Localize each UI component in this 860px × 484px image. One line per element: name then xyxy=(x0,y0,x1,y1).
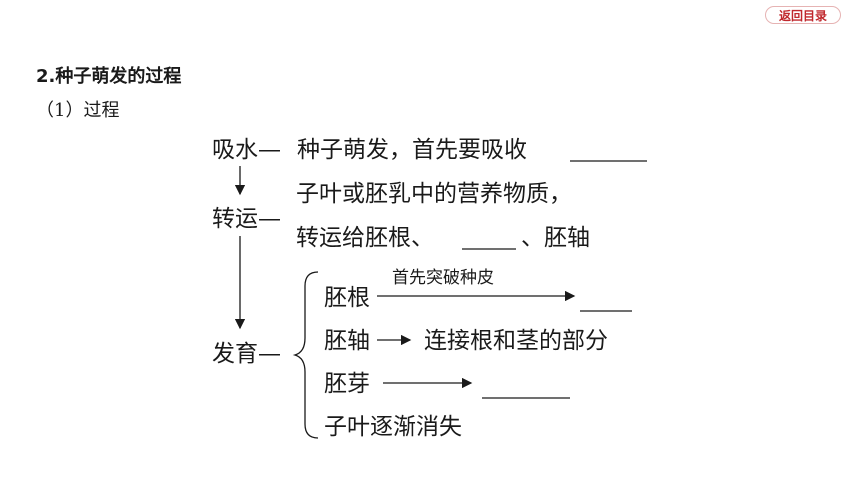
develop-brace xyxy=(292,271,319,439)
radicle-label: 胚根 xyxy=(324,285,370,311)
transport-line2-a: 转运给胚根、 xyxy=(296,225,434,251)
cotyledon-text: 子叶逐渐消失 xyxy=(324,414,462,440)
hypocotyl-label: 胚轴 xyxy=(324,328,370,354)
section-heading: 2.种子萌发的过程 xyxy=(36,66,182,87)
plumule-label: 胚芽 xyxy=(324,371,370,397)
transport-line2-b: 、胚轴 xyxy=(521,225,590,251)
section-subheading: （1）过程 xyxy=(36,100,120,121)
absorb-text: 种子萌发，首先要吸收 xyxy=(297,137,527,163)
transport-label: 转运— xyxy=(212,206,281,232)
transport-line1: 子叶或胚乳中的营养物质， xyxy=(296,181,572,207)
radicle-note: 首先突破种皮 xyxy=(392,268,494,288)
absorb-label: 吸水— xyxy=(212,137,281,163)
develop-label: 发育— xyxy=(212,341,281,367)
hypocotyl-result: 连接根和茎的部分 xyxy=(424,328,608,354)
back-to-contents-button[interactable]: 返回目录 xyxy=(765,6,841,24)
